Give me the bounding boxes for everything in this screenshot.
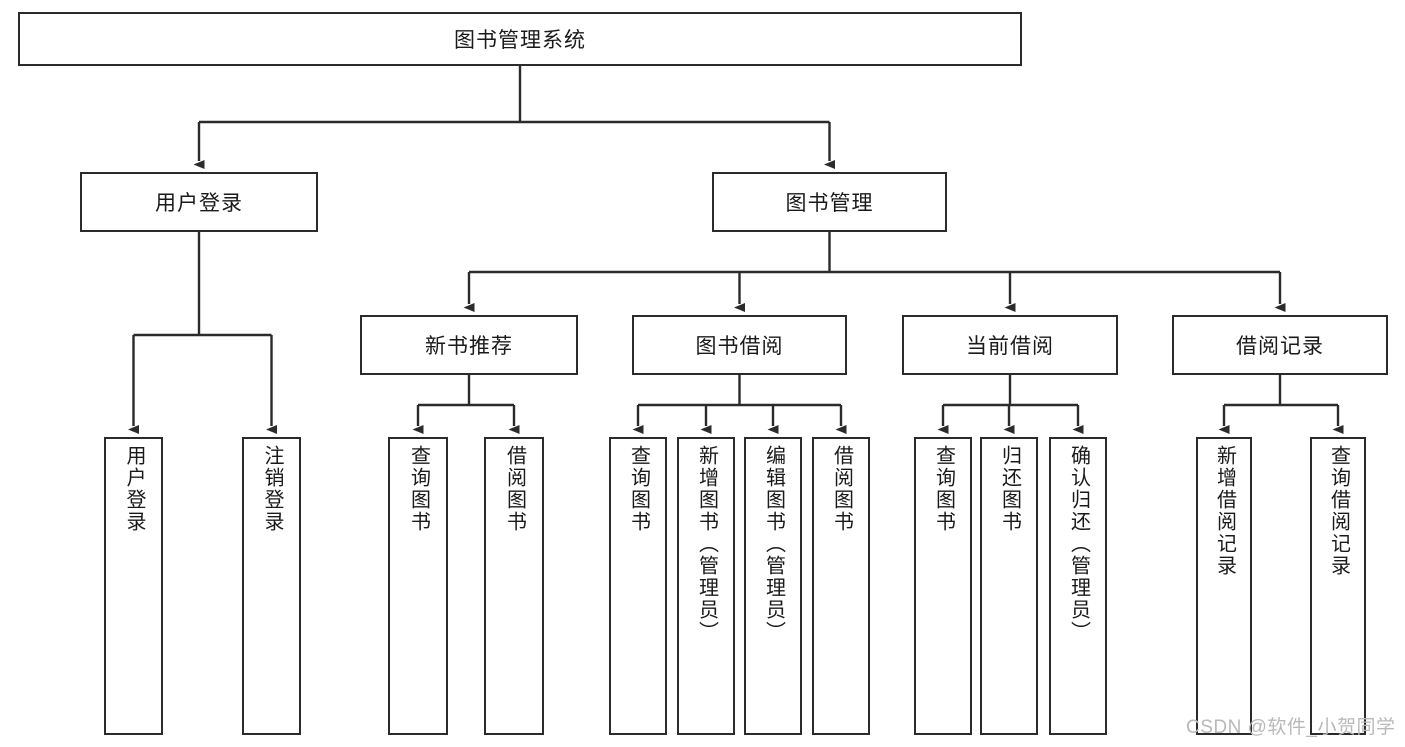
- node-book-management-label: 图书管理: [785, 192, 874, 215]
- node-leaf-borrow-book-bor[interactable]: 借阅图书: [812, 437, 870, 735]
- node-leaf-add-record-label: 新增借阅记录: [1213, 445, 1236, 577]
- node-leaf-return-book-label: 归还图书: [998, 445, 1021, 533]
- node-leaf-confirm-return[interactable]: 确认归还（管理员）: [1049, 437, 1107, 735]
- node-root[interactable]: 图书管理系统: [18, 12, 1022, 66]
- node-leaf-add-book[interactable]: 新增图书（管理员）: [677, 437, 735, 735]
- node-user-login-label: 用户登录: [155, 192, 243, 215]
- node-leaf-return-book[interactable]: 归还图书: [980, 437, 1038, 735]
- node-book-management[interactable]: 图书管理: [712, 172, 947, 232]
- node-leaf-query-book-cur[interactable]: 查询图书: [914, 437, 972, 735]
- node-current-borrow-label: 当前借阅: [966, 335, 1054, 358]
- node-leaf-add-record[interactable]: 新增借阅记录: [1196, 437, 1252, 735]
- node-leaf-user-login-label: 用户登录: [123, 445, 145, 533]
- node-leaf-query-record[interactable]: 查询借阅记录: [1310, 437, 1366, 735]
- node-leaf-query-book-bor-label: 查询图书: [627, 445, 650, 533]
- node-leaf-user-logout-label: 注销登录: [261, 445, 283, 533]
- csdn-watermark: CSDN @软件_小贺同学: [1186, 717, 1396, 738]
- node-leaf-borrow-book-rec-label: 借阅图书: [503, 445, 526, 533]
- node-leaf-edit-book[interactable]: 编辑图书（管理员）: [744, 437, 802, 735]
- node-current-borrow[interactable]: 当前借阅: [902, 315, 1118, 375]
- node-leaf-query-book-rec-label: 查询图书: [407, 445, 430, 533]
- node-leaf-borrow-book-rec[interactable]: 借阅图书: [484, 437, 544, 735]
- node-leaf-add-book-label: 新增图书（管理员）: [695, 445, 718, 643]
- node-new-book-recommend-label: 新书推荐: [425, 335, 513, 358]
- node-borrow-record-label: 借阅记录: [1236, 335, 1324, 358]
- node-leaf-confirm-return-label: 确认归还（管理员）: [1067, 445, 1090, 643]
- node-leaf-query-record-label: 查询借阅记录: [1327, 445, 1350, 577]
- node-borrow-record[interactable]: 借阅记录: [1172, 315, 1388, 375]
- node-leaf-user-logout[interactable]: 注销登录: [242, 437, 301, 735]
- node-root-label: 图书管理系统: [454, 29, 586, 52]
- node-leaf-query-book-rec[interactable]: 查询图书: [388, 437, 448, 735]
- node-user-login[interactable]: 用户登录: [80, 172, 318, 232]
- node-book-borrow[interactable]: 图书借阅: [632, 315, 847, 375]
- node-new-book-recommend[interactable]: 新书推荐: [360, 315, 578, 375]
- node-leaf-user-login[interactable]: 用户登录: [104, 437, 163, 735]
- node-leaf-query-book-cur-label: 查询图书: [932, 445, 955, 533]
- node-leaf-borrow-book-bor-label: 借阅图书: [830, 445, 853, 533]
- node-leaf-query-book-bor[interactable]: 查询图书: [609, 437, 667, 735]
- node-book-borrow-label: 图书借阅: [695, 335, 784, 358]
- node-leaf-edit-book-label: 编辑图书（管理员）: [762, 445, 785, 643]
